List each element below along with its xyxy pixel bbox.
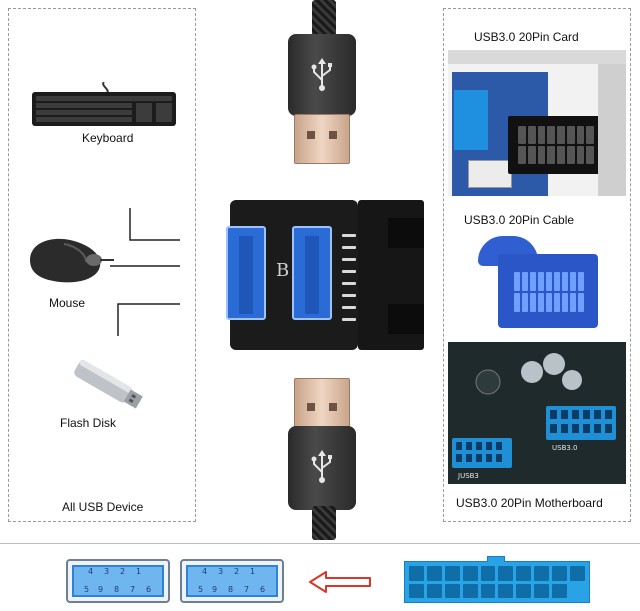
bottom-plug-metal [294,378,350,428]
flash-disk-image [64,356,154,414]
cable-label: USB3.0 20Pin Cable [464,213,575,227]
usb3-cable-photo [470,232,610,330]
pin-label: 5 [198,585,204,594]
pin-label: 3 [104,567,110,576]
mouse-image [24,234,114,286]
usb-adapter-body: B [226,200,358,350]
pin-label: 1 [250,567,256,576]
card-label: USB3.0 20Pin Card [474,30,579,44]
usb-symbol-icon [311,450,332,483]
adapter-header-block [358,200,424,350]
pin-label: 7 [244,585,250,594]
pin-label: 2 [234,567,240,576]
top-plug-metal [294,114,350,164]
usb-port-left [226,226,266,320]
pin-label: 7 [130,585,136,594]
pin-label: 1 [136,567,142,576]
top-plug-body [288,34,356,116]
usb-devices-panel [8,8,196,522]
pin-label: 6 [146,585,152,594]
top-cable-braid [312,0,336,40]
pin-label: 9 [212,585,218,594]
pin-label: 2 [120,567,126,576]
keyboard-image [30,81,178,128]
motherboard-label: USB3.0 20Pin Motherboard [456,496,603,510]
bottom-plug-body [288,426,356,510]
bottom-divider [0,543,640,544]
usb3-20pin-header-diagram [404,561,590,603]
pin-label: 5 [84,585,90,594]
mouse-label: Mouse [49,296,86,310]
usb-a-port-diagram-right: 1 2 3 4 5 6 7 8 9 [180,559,284,603]
connection-lines [110,208,180,336]
all-usb-device-label: All USB Device [62,500,144,514]
pin-label: 8 [114,585,120,594]
bottom-cable-braid [312,506,336,540]
usb3-card-photo [448,50,626,196]
pin-label: 8 [228,585,234,594]
usb-a-port-diagram-left: 1 2 3 4 5 6 7 8 9 [66,559,170,603]
usb-symbol-icon [311,58,332,91]
pin-label: 4 [202,567,208,576]
usb3-motherboard-photo: USB3.0 JUSB3 [448,342,626,484]
usb3-20pin-panel [443,8,631,522]
adapter-logo: B [276,260,290,281]
pin-label: 9 [98,585,104,594]
header-key-notch [487,556,505,562]
board-marking-usb3: USB3.0 [552,444,578,452]
board-marking-jusb3: JUSB3 [457,472,479,480]
pin-label: 6 [260,585,266,594]
flash-disk-label: Flash Disk [60,416,117,430]
pin-label: 3 [218,567,224,576]
pin-label: 4 [88,567,94,576]
usb-port-right [292,226,332,320]
left-arrow-icon [309,571,371,593]
keyboard-label: Keyboard [82,131,134,145]
